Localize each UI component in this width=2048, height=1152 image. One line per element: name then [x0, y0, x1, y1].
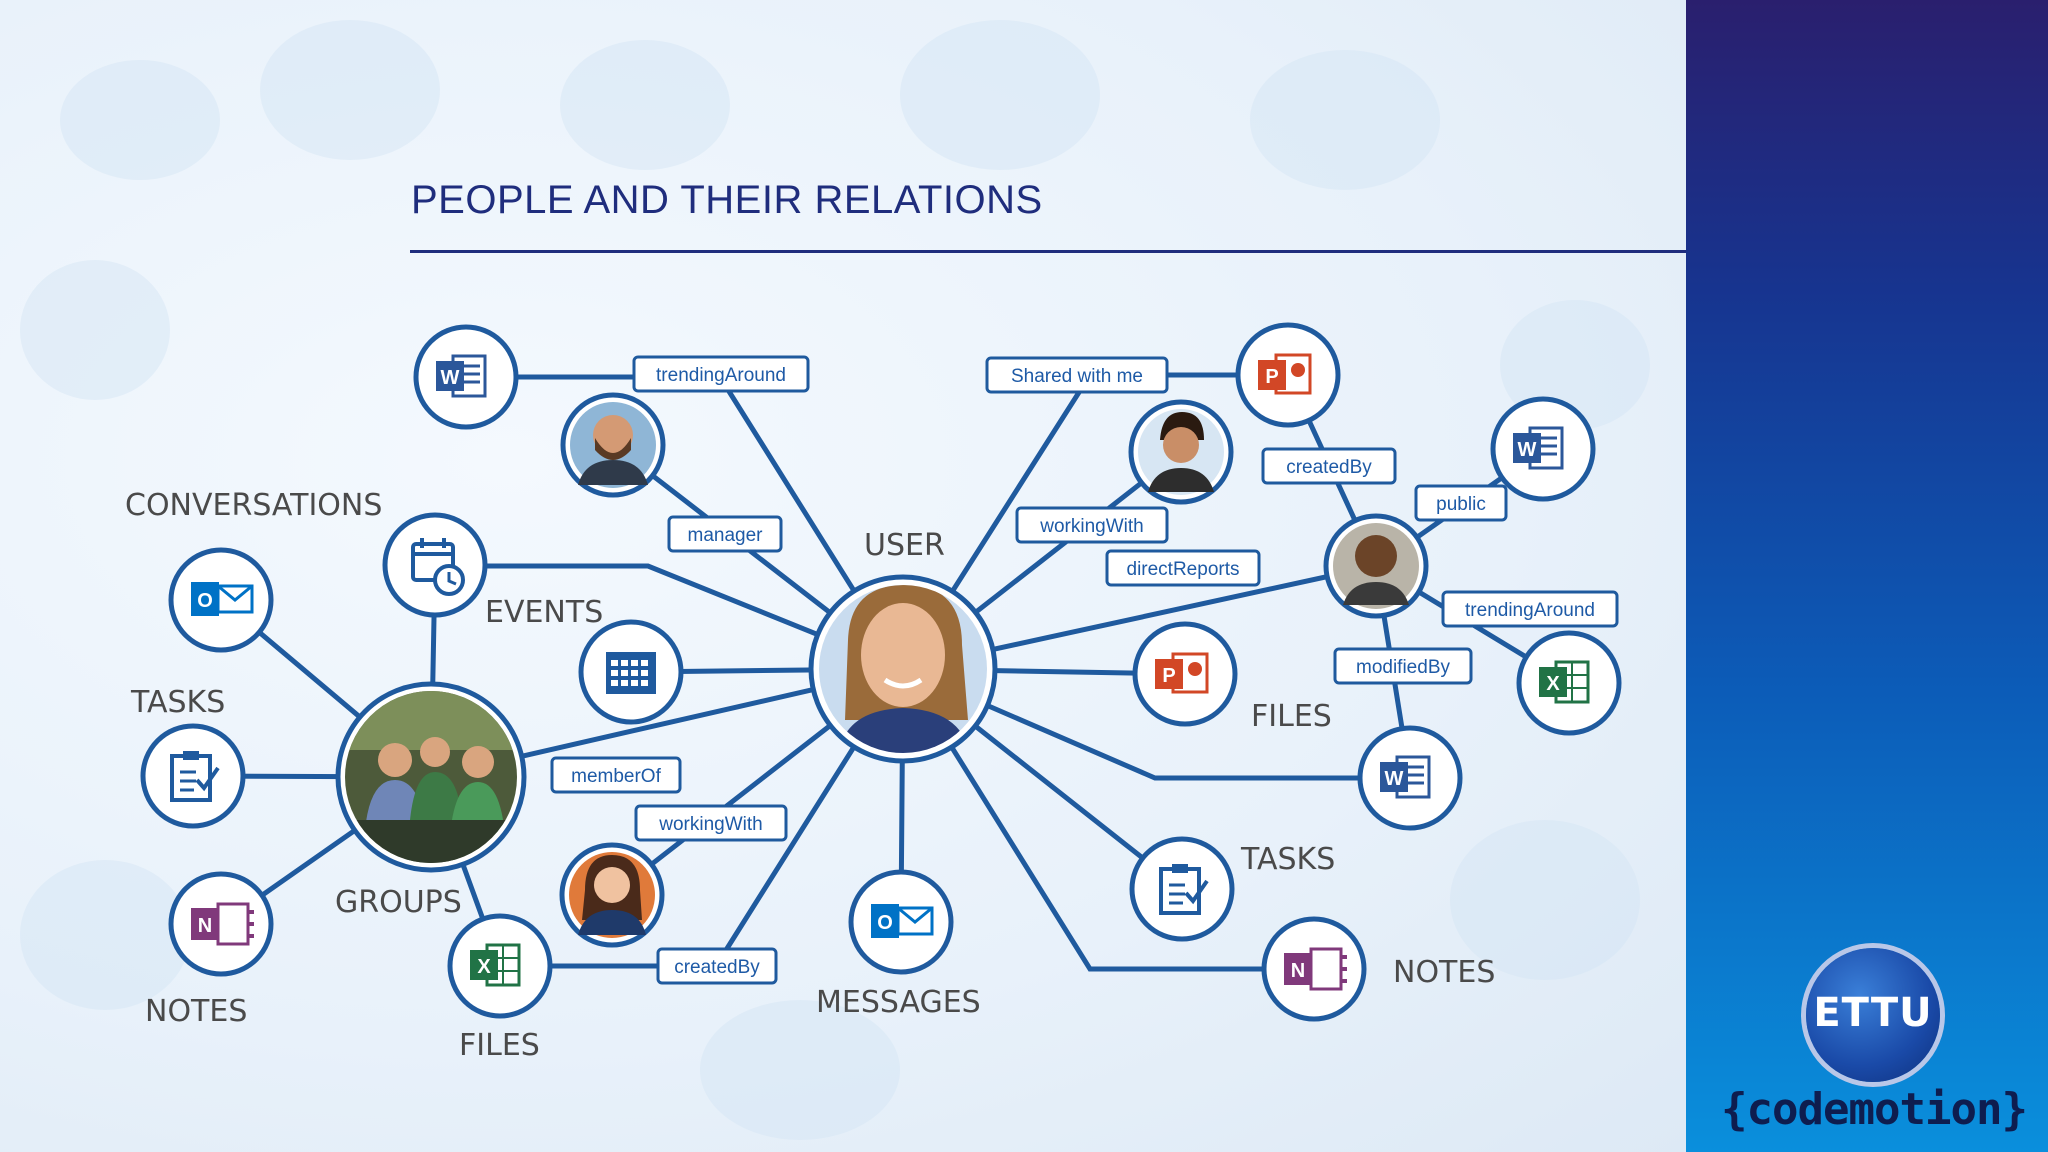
relation-label-trending-right: trendingAround	[1441, 590, 1619, 628]
ettu-logo-text: ETTU	[1813, 990, 1933, 1036]
svg-text:P: P	[1162, 665, 1175, 687]
svg-text:trendingAround: trendingAround	[1465, 600, 1595, 621]
category-events: EVENTS	[485, 595, 603, 630]
svg-text:public: public	[1436, 494, 1486, 515]
user-photo	[808, 574, 998, 764]
tasks-icon	[1129, 836, 1235, 942]
relation-label-trending-left: trendingAround	[632, 355, 810, 393]
person-photo-manager-right	[1323, 513, 1429, 619]
calendar-clock-icon	[382, 512, 488, 618]
svg-text:W: W	[441, 367, 460, 389]
relation-label-modifiedby: modifiedBy	[1333, 647, 1473, 685]
svg-text:trendingAround: trendingAround	[656, 365, 786, 386]
svg-text:N: N	[1291, 960, 1305, 982]
svg-text:modifiedBy: modifiedBy	[1356, 657, 1450, 678]
ettu-logo	[1806, 948, 1940, 1082]
person-photo-colleague-right	[1128, 399, 1234, 505]
relation-label-createdby-right: createdBy	[1261, 447, 1397, 485]
relation-label-shared-with-me: Shared with me	[985, 356, 1169, 394]
svg-text:workingWith: workingWith	[658, 814, 762, 835]
groups-photo	[335, 681, 527, 873]
svg-text:P: P	[1265, 366, 1278, 388]
powerpoint-icon: P	[1132, 621, 1238, 727]
relation-label-directreports: directReports	[1105, 549, 1261, 587]
onenote-icon: N	[1261, 916, 1367, 1022]
relation-label-workingwith-left: workingWith	[634, 804, 788, 842]
powerpoint-icon: P	[1235, 322, 1341, 428]
codemotion-logo: {codemotion}	[1721, 1084, 2028, 1135]
category-files-left: FILES	[459, 1028, 540, 1063]
category-files-right: FILES	[1251, 699, 1332, 734]
svg-text:createdBy: createdBy	[1286, 457, 1372, 478]
outlook-icon: O	[168, 547, 274, 653]
svg-text:manager: manager	[688, 525, 764, 546]
relation-label-manager: manager	[667, 515, 783, 553]
category-groups: GROUPS	[335, 885, 462, 920]
relation-label-memberof: memberOf	[550, 756, 682, 794]
category-messages: MESSAGES	[816, 985, 981, 1020]
relations-diagram: trendingAround manager memberOf workingW…	[125, 322, 1622, 1063]
word-icon: W	[413, 324, 519, 430]
svg-text:X: X	[1546, 673, 1560, 695]
person-photo-manager	[560, 392, 666, 498]
onenote-icon: N	[168, 871, 274, 977]
word-icon: W	[1490, 396, 1596, 502]
svg-text:W: W	[1385, 768, 1404, 790]
svg-text:directReports: directReports	[1127, 559, 1240, 580]
word-icon: W	[1357, 725, 1463, 831]
slide-title: PEOPLE AND THEIR RELATIONS	[411, 178, 1043, 222]
person-photo-colleague-left	[559, 842, 665, 948]
excel-icon: X	[447, 913, 553, 1019]
svg-text:Shared with me: Shared with me	[1011, 366, 1143, 387]
svg-text:workingWith: workingWith	[1039, 516, 1143, 537]
category-user: USER	[864, 528, 945, 563]
svg-text:N: N	[198, 915, 212, 937]
svg-text:O: O	[877, 912, 893, 934]
tasks-icon	[140, 723, 246, 829]
svg-text:X: X	[477, 956, 491, 978]
svg-text:W: W	[1518, 439, 1537, 461]
excel-icon: X	[1516, 630, 1622, 736]
svg-text:memberOf: memberOf	[571, 766, 661, 787]
title-underline	[410, 250, 1686, 253]
relation-label-public: public	[1414, 484, 1508, 522]
relation-label-createdby-left: createdBy	[656, 947, 778, 985]
category-tasks-left: TASKS	[130, 685, 225, 720]
relation-label-workingwith-right: workingWith	[1015, 506, 1169, 544]
calendar-icon	[578, 619, 684, 725]
category-notes-left: NOTES	[145, 994, 247, 1029]
outlook-icon: O	[848, 869, 954, 975]
category-conversations: CONVERSATIONS	[125, 488, 382, 523]
category-notes-right: NOTES	[1393, 955, 1495, 990]
svg-text:createdBy: createdBy	[674, 957, 760, 978]
svg-text:O: O	[197, 590, 213, 612]
category-tasks-right: TASKS	[1240, 842, 1335, 877]
